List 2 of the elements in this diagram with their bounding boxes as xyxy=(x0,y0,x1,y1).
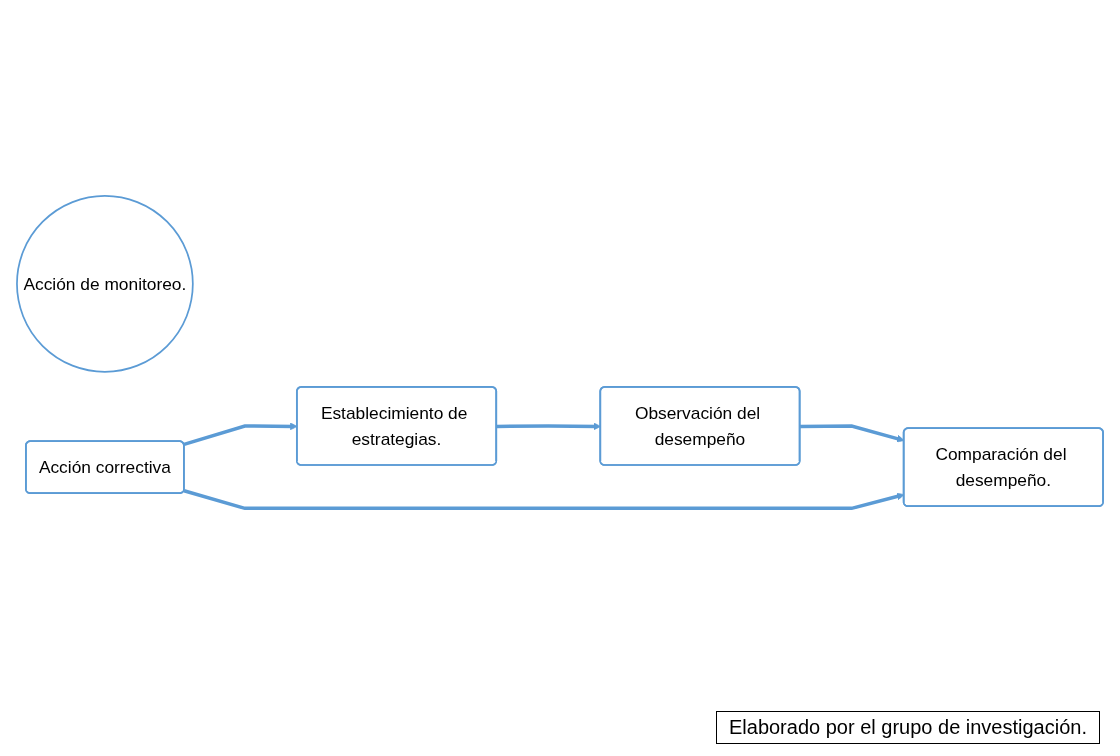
node-circle: Acción de monitoreo. xyxy=(16,195,194,374)
caption: Elaborado por el grupo de investigación. xyxy=(715,711,1100,744)
